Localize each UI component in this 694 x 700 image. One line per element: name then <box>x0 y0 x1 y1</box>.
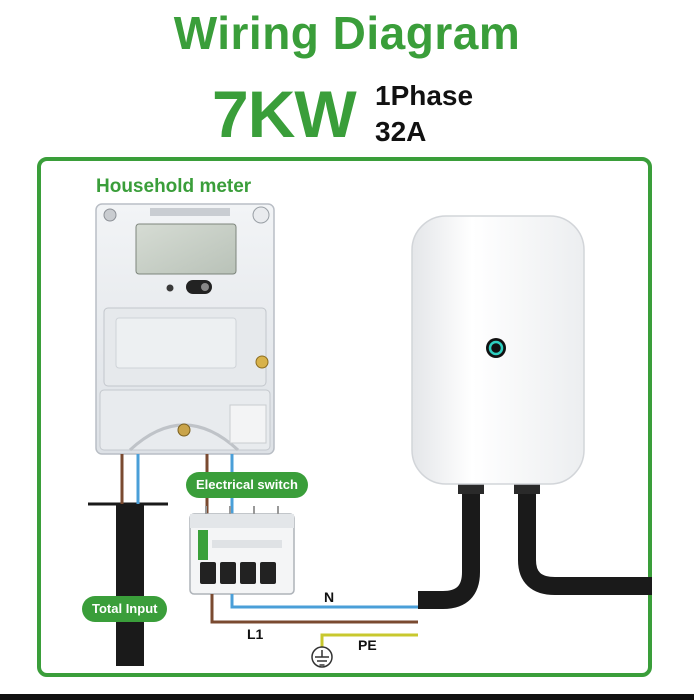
earth-label: PE <box>358 637 377 653</box>
switch-label: Electrical switch <box>186 472 308 498</box>
bottom-edge <box>0 694 694 700</box>
live-label: L1 <box>247 626 264 642</box>
input-label: Total Input <box>82 596 168 622</box>
power-rating: 7KW <box>212 77 357 151</box>
ground-symbol-icon <box>311 646 333 668</box>
meter-label: Household meter <box>96 176 252 197</box>
household-meter <box>95 203 275 455</box>
neutral-label: N <box>324 589 335 605</box>
charger-cables <box>418 480 652 609</box>
current-spec: 32A <box>375 116 427 147</box>
ev-charger <box>411 215 585 485</box>
earth-wire <box>320 633 418 648</box>
phase-spec: 1Phase <box>375 80 474 111</box>
diagram-title: Wiring Diagram <box>173 7 521 59</box>
electrical-switch <box>189 506 295 595</box>
diagram-frame <box>37 157 652 677</box>
live-wire <box>210 594 418 624</box>
neutral-wire <box>230 594 418 609</box>
total-input-cable <box>88 454 168 666</box>
